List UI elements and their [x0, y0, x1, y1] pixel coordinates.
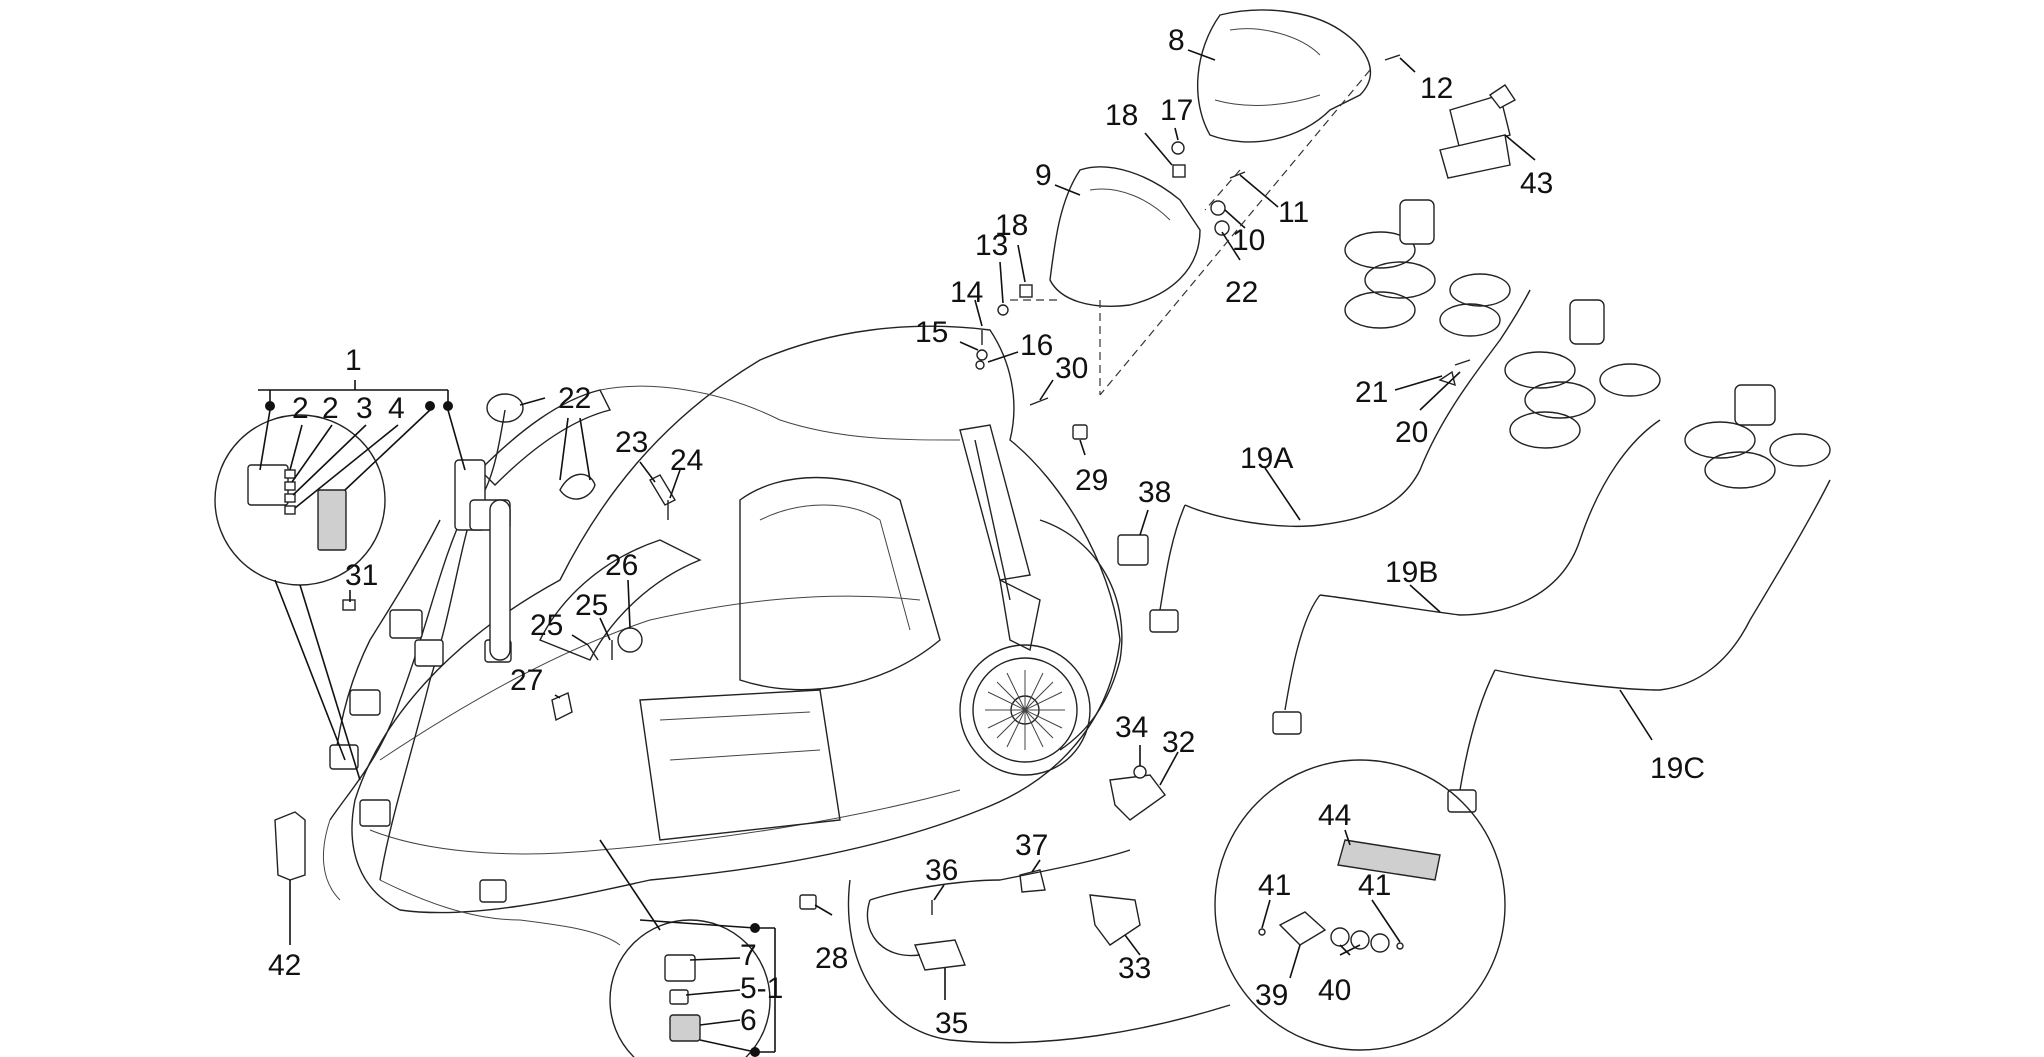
label-32: 32: [1162, 726, 1195, 759]
label-44: 44: [1318, 799, 1351, 832]
label-9: 9: [1035, 159, 1052, 192]
label-41b: 41: [1358, 869, 1391, 902]
label-7: 7: [740, 939, 757, 972]
label-36: 36: [925, 854, 958, 887]
label-35: 35: [935, 1007, 968, 1040]
label-10: 10: [1232, 224, 1265, 257]
label-25b: 25: [575, 589, 608, 622]
label-4: 4: [388, 392, 405, 425]
label-20: 20: [1395, 416, 1428, 449]
label-29: 29: [1075, 464, 1108, 497]
leader-lines: [258, 49, 1653, 1053]
label-28: 28: [815, 942, 848, 975]
label-38: 38: [1138, 476, 1171, 509]
part-8-rear-cover: [1196, 9, 1371, 143]
label-41a: 41: [1258, 869, 1291, 902]
label-22a: 22: [558, 382, 591, 415]
label-2b: 2: [322, 392, 339, 425]
label-31: 31: [345, 559, 378, 592]
callout-labels: 1 2 2 3 4 5-1 6 7 8 9 10 11 12 13 14 15 …: [268, 24, 1705, 1040]
label-12: 12: [1420, 72, 1453, 105]
label-26: 26: [605, 549, 638, 582]
label-13: 13: [975, 229, 1008, 262]
label-40: 40: [1318, 974, 1351, 1007]
label-43: 43: [1520, 167, 1553, 200]
label-3: 3: [356, 392, 373, 425]
label-18b: 18: [995, 209, 1028, 242]
label-11: 11: [1278, 196, 1309, 229]
label-8: 8: [1168, 24, 1185, 57]
label-2a: 2: [292, 392, 309, 425]
inset-circle-44-module: [1214, 759, 1506, 1051]
label-42: 42: [268, 949, 301, 982]
label-23: 23: [615, 426, 648, 459]
label-6: 6: [740, 1004, 757, 1037]
label-1: 1: [345, 344, 362, 377]
label-37: 37: [1015, 829, 1048, 862]
small-parts: [274, 54, 1471, 1044]
label-16: 16: [1020, 329, 1053, 362]
charging-cable-19C: [1447, 384, 1831, 813]
label-34: 34: [1115, 711, 1148, 744]
label-39: 39: [1255, 979, 1288, 1012]
inset-circle-1-fusebox: [214, 414, 386, 586]
label-15: 15: [915, 316, 948, 349]
scooter-frame: [351, 325, 1123, 914]
label-5-1: 5-1: [740, 972, 783, 1005]
label-30: 30: [1055, 352, 1088, 385]
part-9-front-cover: [1049, 166, 1201, 307]
charging-cable-19A: [1149, 199, 1531, 633]
label-33: 33: [1118, 952, 1151, 985]
label-17: 17: [1160, 94, 1193, 127]
label-18a: 18: [1105, 99, 1138, 132]
label-19C: 19C: [1650, 752, 1705, 785]
inset-circle-5-relays: [609, 919, 771, 1057]
main-wiring-harness: [322, 409, 621, 946]
label-19A: 19A: [1240, 442, 1293, 475]
label-19B: 19B: [1385, 556, 1438, 589]
part-43-sensor: [1439, 84, 1517, 179]
bullet-dots: [265, 401, 760, 1057]
label-25a: 24: [670, 444, 703, 477]
label-21: 21: [1355, 376, 1388, 409]
charging-cable-19B: [1272, 299, 1661, 735]
assembly-dashed-lines: [1010, 69, 1371, 396]
label-14: 14: [950, 276, 983, 309]
label-22b: 22: [1225, 276, 1258, 309]
label-27: 27: [510, 664, 543, 697]
label-24: 25: [530, 609, 563, 642]
